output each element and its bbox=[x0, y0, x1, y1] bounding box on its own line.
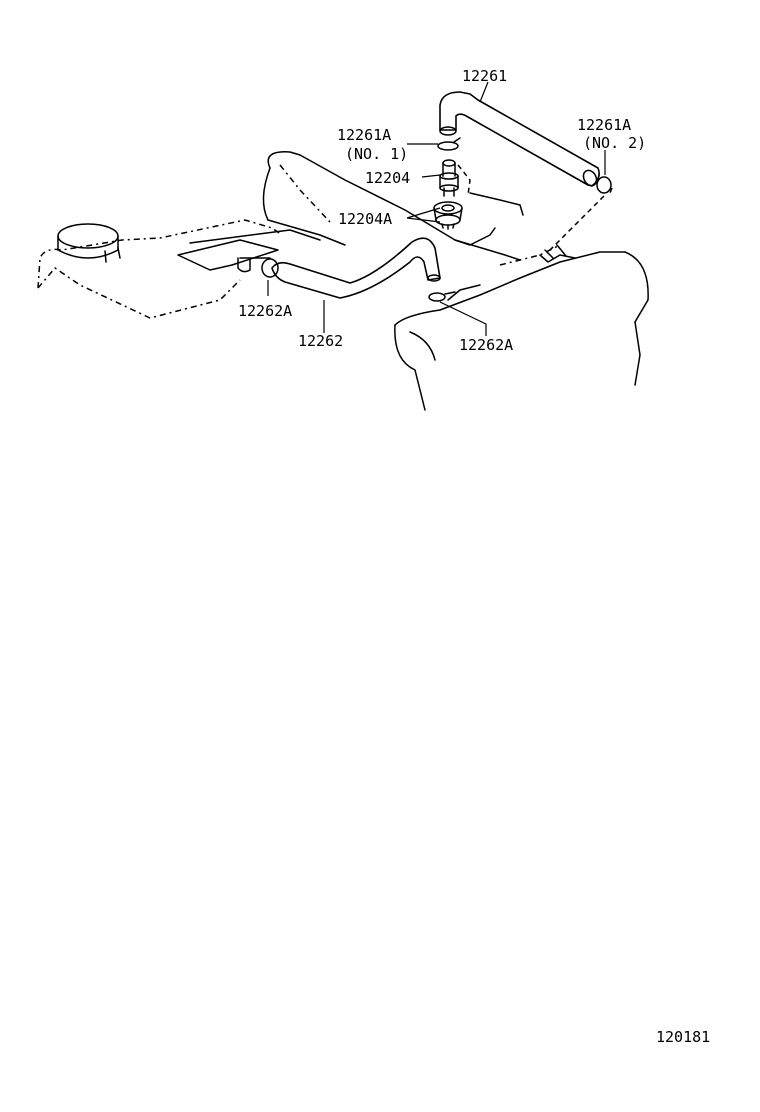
assembly-line-1 bbox=[457, 164, 471, 196]
grommet-12204a bbox=[433, 201, 463, 230]
right-housing bbox=[394, 244, 649, 411]
diagram-id: 120181 bbox=[656, 1028, 710, 1046]
assembly-line-3 bbox=[609, 187, 613, 194]
label-12262a-left: 12262A bbox=[238, 302, 292, 320]
label-12261a-no2: 12261A bbox=[577, 116, 631, 134]
label-12262a-right: 12262A bbox=[459, 336, 513, 354]
label-12261a-no1: 12261A bbox=[337, 126, 391, 144]
label-12261: 12261 bbox=[462, 67, 507, 85]
label-12204: 12204 bbox=[365, 169, 410, 187]
clip-12261a-no2 bbox=[596, 176, 612, 194]
pcv-valve-12204 bbox=[439, 159, 459, 197]
label-12204a: 12204A bbox=[338, 210, 392, 228]
leader-lines bbox=[267, 81, 606, 336]
label-12262: 12262 bbox=[298, 332, 343, 350]
label-12261a-no1-sub: (NO. 1) bbox=[345, 145, 408, 163]
assembly-line-2 bbox=[547, 195, 605, 253]
air-cleaner-tube bbox=[262, 151, 561, 266]
clip-12262a-right bbox=[428, 284, 481, 302]
hose-12262 bbox=[271, 237, 441, 299]
hose-12261 bbox=[439, 91, 600, 187]
clip-12261a-no1 bbox=[437, 137, 461, 151]
clip-12262a-left bbox=[237, 257, 279, 278]
label-12261a-no2-sub: (NO. 2) bbox=[583, 134, 646, 152]
